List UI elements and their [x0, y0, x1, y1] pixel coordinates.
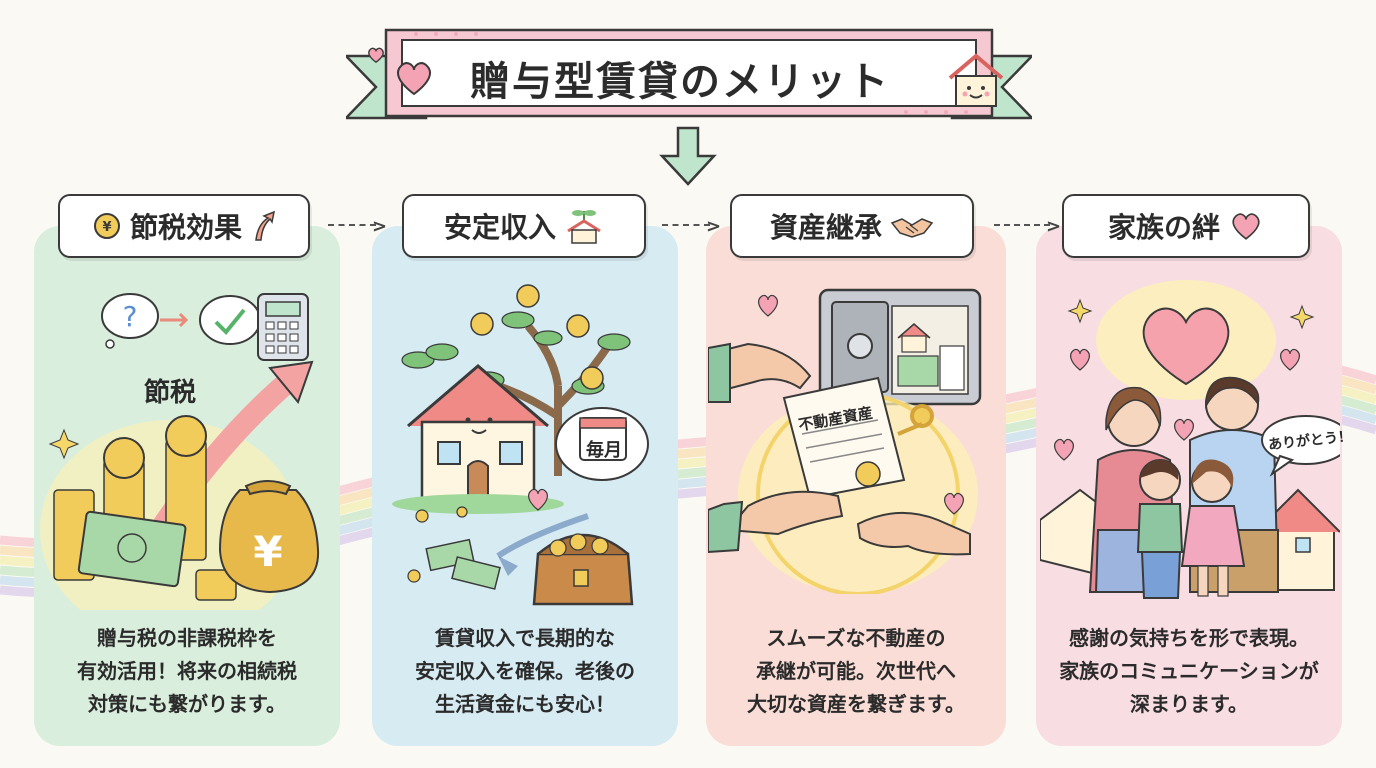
heart-icon: [1232, 213, 1260, 240]
connector-2: [662, 224, 710, 226]
tax-illustration: ? ¥: [40, 293, 320, 610]
caption-line: 贈与税の非課税枠を: [97, 626, 277, 650]
svg-text:¥: ¥: [253, 527, 282, 576]
caption-line: 安定収入を確保。老後の: [415, 659, 635, 683]
label-text: 安定収入: [443, 211, 556, 244]
connector-arrow-3: >: [1046, 216, 1062, 237]
caption-tax-saving: 贈与税の非課税枠を 有効活用！将来の相続税 対策にも繋がります。: [34, 622, 340, 721]
heart-icon: [397, 62, 431, 96]
caption-line: 有効活用！将来の相続税: [77, 659, 297, 683]
svg-text:?: ?: [123, 300, 138, 333]
svg-text:¥: ¥: [102, 220, 111, 235]
family-illustration: [1040, 280, 1340, 599]
caption-line: 対策にも繋がります。: [88, 692, 286, 716]
caption-line: 賃貸収入で長期的な: [435, 626, 615, 650]
caption-line: 深まります。: [1130, 692, 1248, 716]
caption-family-bond: 感謝の気持ちを形で表現。 家族のコミュニケーションが 深まります。: [1036, 622, 1342, 721]
connector-arrow-1: >: [372, 216, 388, 237]
label-family-bond: 家族の絆: [1062, 194, 1310, 258]
connector-1: [328, 224, 376, 226]
income-illustration: [392, 284, 649, 606]
caption-line: 感謝の気持ちを形で表現。: [1069, 626, 1309, 650]
caption-line: 家族のコミュニケーションが: [1059, 659, 1319, 683]
page-title: 贈与型賃貸のメリット: [470, 59, 890, 105]
label-tax-saving: ¥ 節税効果: [58, 194, 310, 258]
connector-arrow-2: >: [706, 216, 722, 237]
label-text: 節税効果: [129, 211, 242, 244]
caption-stable-income: 賃貸収入で長期的な 安定収入を確保。老後の 生活資金にも安心！: [372, 622, 678, 721]
label-asset-inheritance: 資産継承: [730, 194, 974, 258]
up-arrow-icon: [255, 210, 276, 241]
label-text: 資産継承: [769, 211, 882, 244]
tax-saving-tag: 節税: [144, 378, 197, 408]
down-arrow-icon: [659, 126, 717, 186]
caption-line: 生活資金にも安心！: [435, 692, 615, 716]
yen-coin-icon: ¥: [93, 213, 120, 239]
house-smile-icon: [948, 53, 1004, 107]
sprout-house-icon: [567, 210, 601, 244]
monthly-calendar-tag: 毎月: [586, 440, 622, 461]
handshake-icon: [890, 218, 934, 238]
small-heart-icon: [368, 47, 384, 64]
caption-line: 承継が可能。次世代へ: [756, 659, 956, 683]
title-ribbon: [346, 28, 1032, 120]
connector-3: [994, 224, 1050, 226]
label-stable-income: 安定収入: [402, 194, 646, 258]
caption-asset-inheritance: スムーズな不動産の 承継が可能。次世代へ 大切な資産を繋ぎます。: [706, 622, 1006, 721]
inheritance-illustration: [708, 288, 982, 594]
label-text: 家族の絆: [1107, 211, 1220, 244]
caption-line: 大切な資産を繋ぎます。: [747, 692, 965, 716]
caption-line: スムーズな不動産の: [766, 626, 946, 650]
